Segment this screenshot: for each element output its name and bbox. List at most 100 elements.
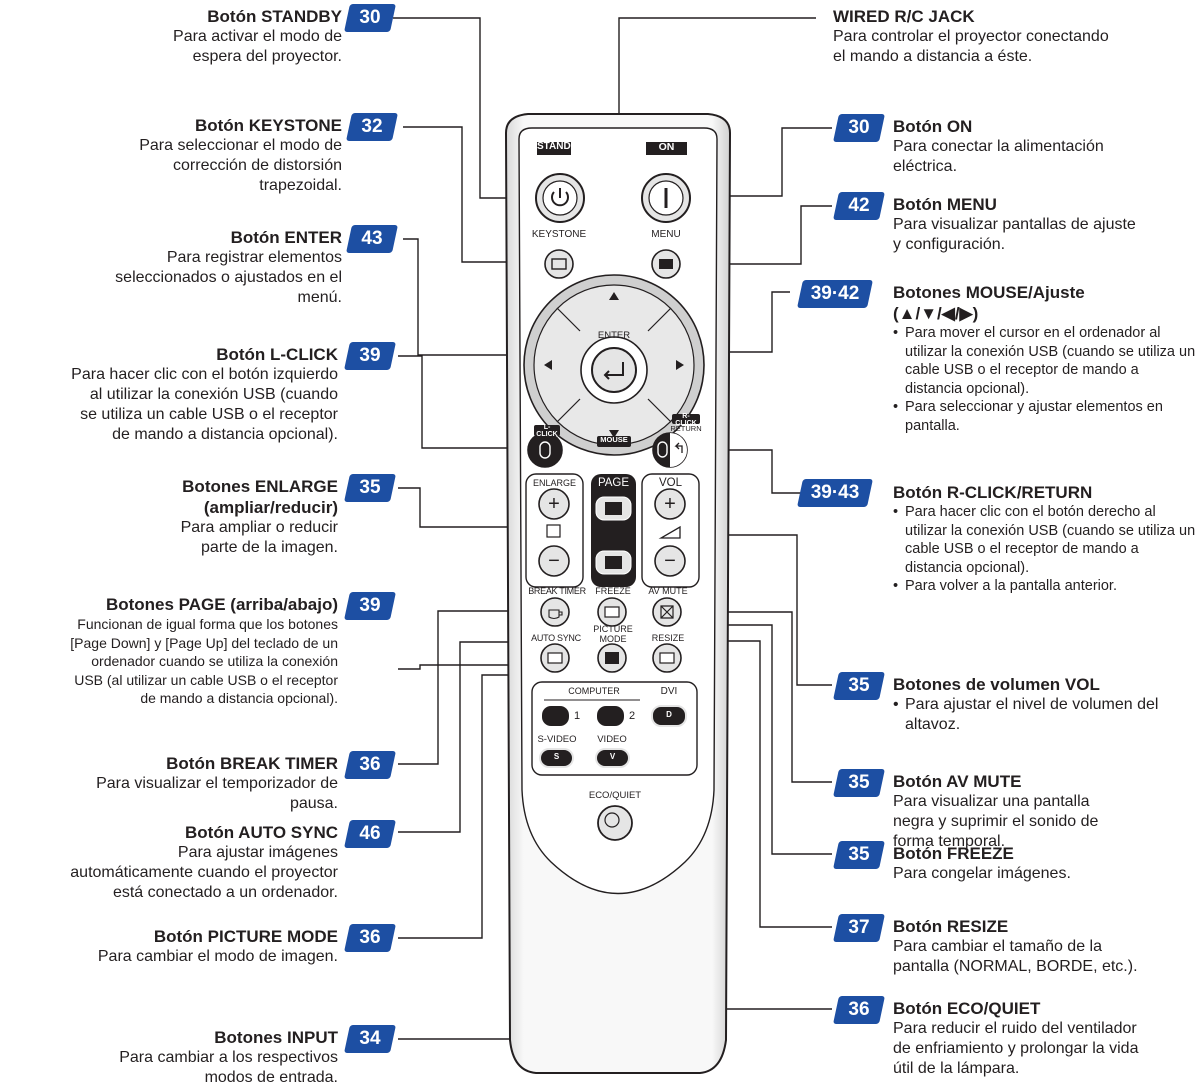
enlarge-plus-button[interactable]: [538, 488, 570, 520]
page-badge: 37: [833, 914, 885, 942]
page-down-icon: [605, 556, 622, 569]
callout-enter: Botón ENTER Para registrar elementos sel…: [115, 228, 342, 306]
callout-enlarge: Botones ENLARGE (ampliar/reducir) Para a…: [180, 477, 338, 556]
left-arrow-icon: [544, 360, 552, 370]
page-badge: 43: [346, 225, 398, 253]
input-group: [531, 681, 698, 776]
mouse-icon: [539, 441, 551, 459]
page-badge: 35: [833, 841, 885, 869]
volume-minus-icon: −: [664, 550, 676, 572]
page-badge: 35: [833, 672, 885, 700]
enlarge-minus-button[interactable]: [538, 545, 570, 577]
dvi-button[interactable]: [651, 705, 687, 727]
break-timer-button[interactable]: [540, 597, 570, 627]
return-icon: [674, 442, 683, 453]
menu-label: MENU: [651, 229, 681, 240]
return-label: RETURN: [670, 424, 702, 433]
volume-plus-icon: +: [664, 493, 676, 515]
callout-av-mute: Botón AV MUTE Para visualizar una pantal…: [893, 772, 1099, 850]
l-click-button[interactable]: [527, 432, 563, 468]
auto-sync-icon: [547, 652, 563, 664]
page-badge: 42: [833, 192, 885, 220]
line-standby: [393, 17, 528, 199]
video-button[interactable]: [595, 748, 630, 768]
magnifier-icon: [546, 524, 561, 538]
right-arrow-icon: [676, 360, 684, 370]
picture-label: PICTURE: [593, 624, 633, 634]
callout-l-click: Botón L-CLICK Para hacer clic con el bot…: [71, 345, 338, 443]
volume-down-button[interactable]: [654, 545, 686, 577]
callout-break-timer: Botón BREAK TIMER Para visualizar el tem…: [96, 754, 338, 812]
line-break: [398, 610, 556, 765]
page-badge: 36: [344, 751, 396, 779]
page-badge: 36: [344, 924, 396, 952]
dvi-label: DVI: [660, 686, 678, 697]
callout-standby: Botón STANDBY Para activar el modo de es…: [20, 6, 342, 67]
line-keystone: [403, 126, 543, 263]
picture-mode-icon: [605, 652, 619, 664]
resize-icon: [659, 652, 675, 664]
page-label: PAGE: [597, 477, 630, 489]
callout-resize: Botón RESIZE Para cambiar el tamaño de l…: [893, 917, 1138, 975]
l-click-label: L-CLICK: [536, 424, 558, 438]
enter-icon: [603, 362, 624, 380]
page-badge: 35: [344, 474, 396, 502]
line-avmute: [680, 611, 832, 783]
computer-label: COMPUTER: [555, 686, 633, 696]
keystone-button[interactable]: [544, 249, 574, 279]
resize-label: RESIZE: [651, 633, 685, 643]
on-label-bg: [646, 142, 687, 155]
callout-mouse: Botones MOUSE/Ajuste (▲/▼/◀/▶) Para move…: [893, 282, 1198, 435]
page-badge: 39: [344, 342, 396, 370]
volume-icon: [658, 525, 681, 539]
mouse-label: MOUSE: [600, 435, 628, 444]
enlarge-plus-icon: +: [548, 493, 560, 515]
down-arrow-icon: [609, 430, 619, 438]
page-badge: 32: [346, 113, 398, 141]
break-timer-label: BREAK TIMER: [528, 586, 586, 596]
computer1-number: 1: [573, 710, 581, 722]
page-badge: 30: [833, 114, 885, 142]
dvi-letter: D: [666, 710, 672, 719]
line-vol: [680, 534, 832, 686]
computer2-number: 2: [628, 710, 636, 722]
enlarge-label: ENLARGE: [532, 478, 576, 488]
callout-r-click-return: Botón R-CLICK/RETURN Para hacer clic con…: [893, 482, 1198, 596]
callout-title: Botón STANDBY: [207, 7, 342, 26]
callout-page: Botones PAGE (arriba/abajo) Funcionan de…: [70, 595, 338, 706]
callout-keystone: Botón KEYSTONE Para seleccionar el modo …: [139, 116, 342, 194]
callout-volume: Botones de volumen VOL Para ajustar el n…: [893, 674, 1198, 735]
power-icon: [551, 188, 569, 207]
callout-eco-quiet: Botón ECO/QUIET Para reducir el ruido de…: [893, 999, 1139, 1077]
eco-quiet-button[interactable]: [597, 805, 633, 841]
callout-on: Botón ON Para conectar la alimentación e…: [893, 117, 1104, 175]
page-badge: 35: [833, 769, 885, 797]
cup-icon: [548, 609, 563, 620]
callout-wired-rc-jack: WIRED R/C JACK Para controlar el proyect…: [833, 7, 1109, 65]
page-badge: 39·43: [797, 479, 873, 507]
line-lclick: [398, 355, 540, 449]
leaf-icon: [604, 812, 620, 828]
on-label: ON: [658, 141, 675, 153]
keystone-label: KEYSTONE: [531, 229, 587, 240]
line-autosync: [398, 641, 547, 833]
s-video-button[interactable]: [539, 748, 574, 768]
enlarge-minus-icon: −: [548, 550, 560, 572]
computer1-button[interactable]: [542, 706, 569, 726]
computer2-button[interactable]: [597, 706, 624, 726]
mode-label: MODE: [599, 634, 627, 644]
line-jack: [618, 17, 816, 118]
eco-quiet-label: ECO/QUIET: [588, 790, 642, 801]
callout-menu: Botón MENU Para visualizar pantallas de …: [893, 195, 1136, 253]
video-label: VIDEO: [597, 734, 627, 745]
volume-up-button[interactable]: [654, 488, 686, 520]
enter-label: ENTER: [597, 330, 631, 341]
enter-button[interactable]: [591, 347, 637, 393]
callout-input: Botones INPUT Para cambiar a los respect…: [119, 1028, 338, 1086]
mute-icon: [660, 605, 674, 619]
standby-label: STANDBY: [537, 141, 585, 152]
page-badge: 46: [344, 820, 396, 848]
up-arrow-icon: [609, 292, 619, 300]
s-video-label: S-VIDEO: [537, 734, 577, 745]
